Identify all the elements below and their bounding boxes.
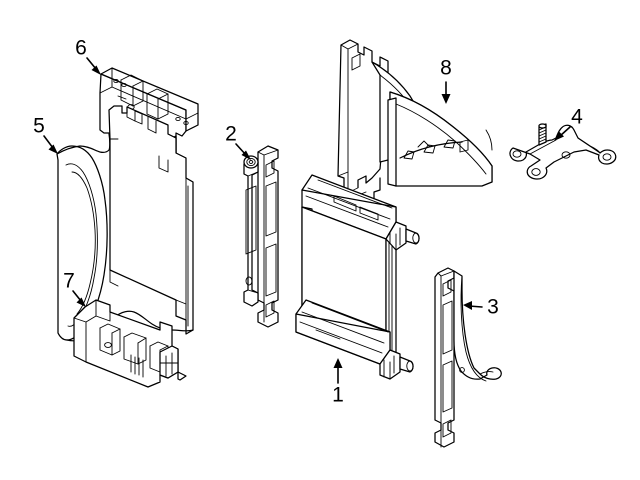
callout-label-3: 3 [487,296,499,319]
callout-label-6: 6 [75,37,87,60]
callout-label-1: 1 [332,384,344,407]
callout-7[interactable]: 7 [63,270,86,307]
callout-1[interactable]: 1 [332,358,344,407]
callout-8[interactable]: 8 [440,57,452,104]
callout-2[interactable]: 2 [225,123,251,160]
callout-label-2: 2 [225,123,237,146]
callout-label-4: 4 [571,106,583,129]
callouts-layer: 1 2 3 4 5 [33,37,583,407]
part-5-fan-shroud[interactable] [56,105,194,342]
part-2-side-mounting-bracket-left[interactable] [243,145,279,328]
callout-5[interactable]: 5 [33,115,58,154]
part-3-side-support-bracket-right[interactable] [434,267,502,448]
callout-label-8: 8 [440,57,452,80]
part-1-radiator[interactable] [295,174,420,380]
callout-label-7: 7 [63,270,75,293]
callout-label-5: 5 [33,115,45,138]
part-7-lower-shroud-mount-rail[interactable] [73,299,187,388]
callout-3[interactable]: 3 [463,296,499,319]
part-4-upper-mount-bracket-with-stud[interactable] [509,123,617,180]
part-8-air-deflector-baffle[interactable] [337,39,493,207]
callout-6[interactable]: 6 [75,37,101,75]
callout-4[interactable]: 4 [554,106,583,141]
